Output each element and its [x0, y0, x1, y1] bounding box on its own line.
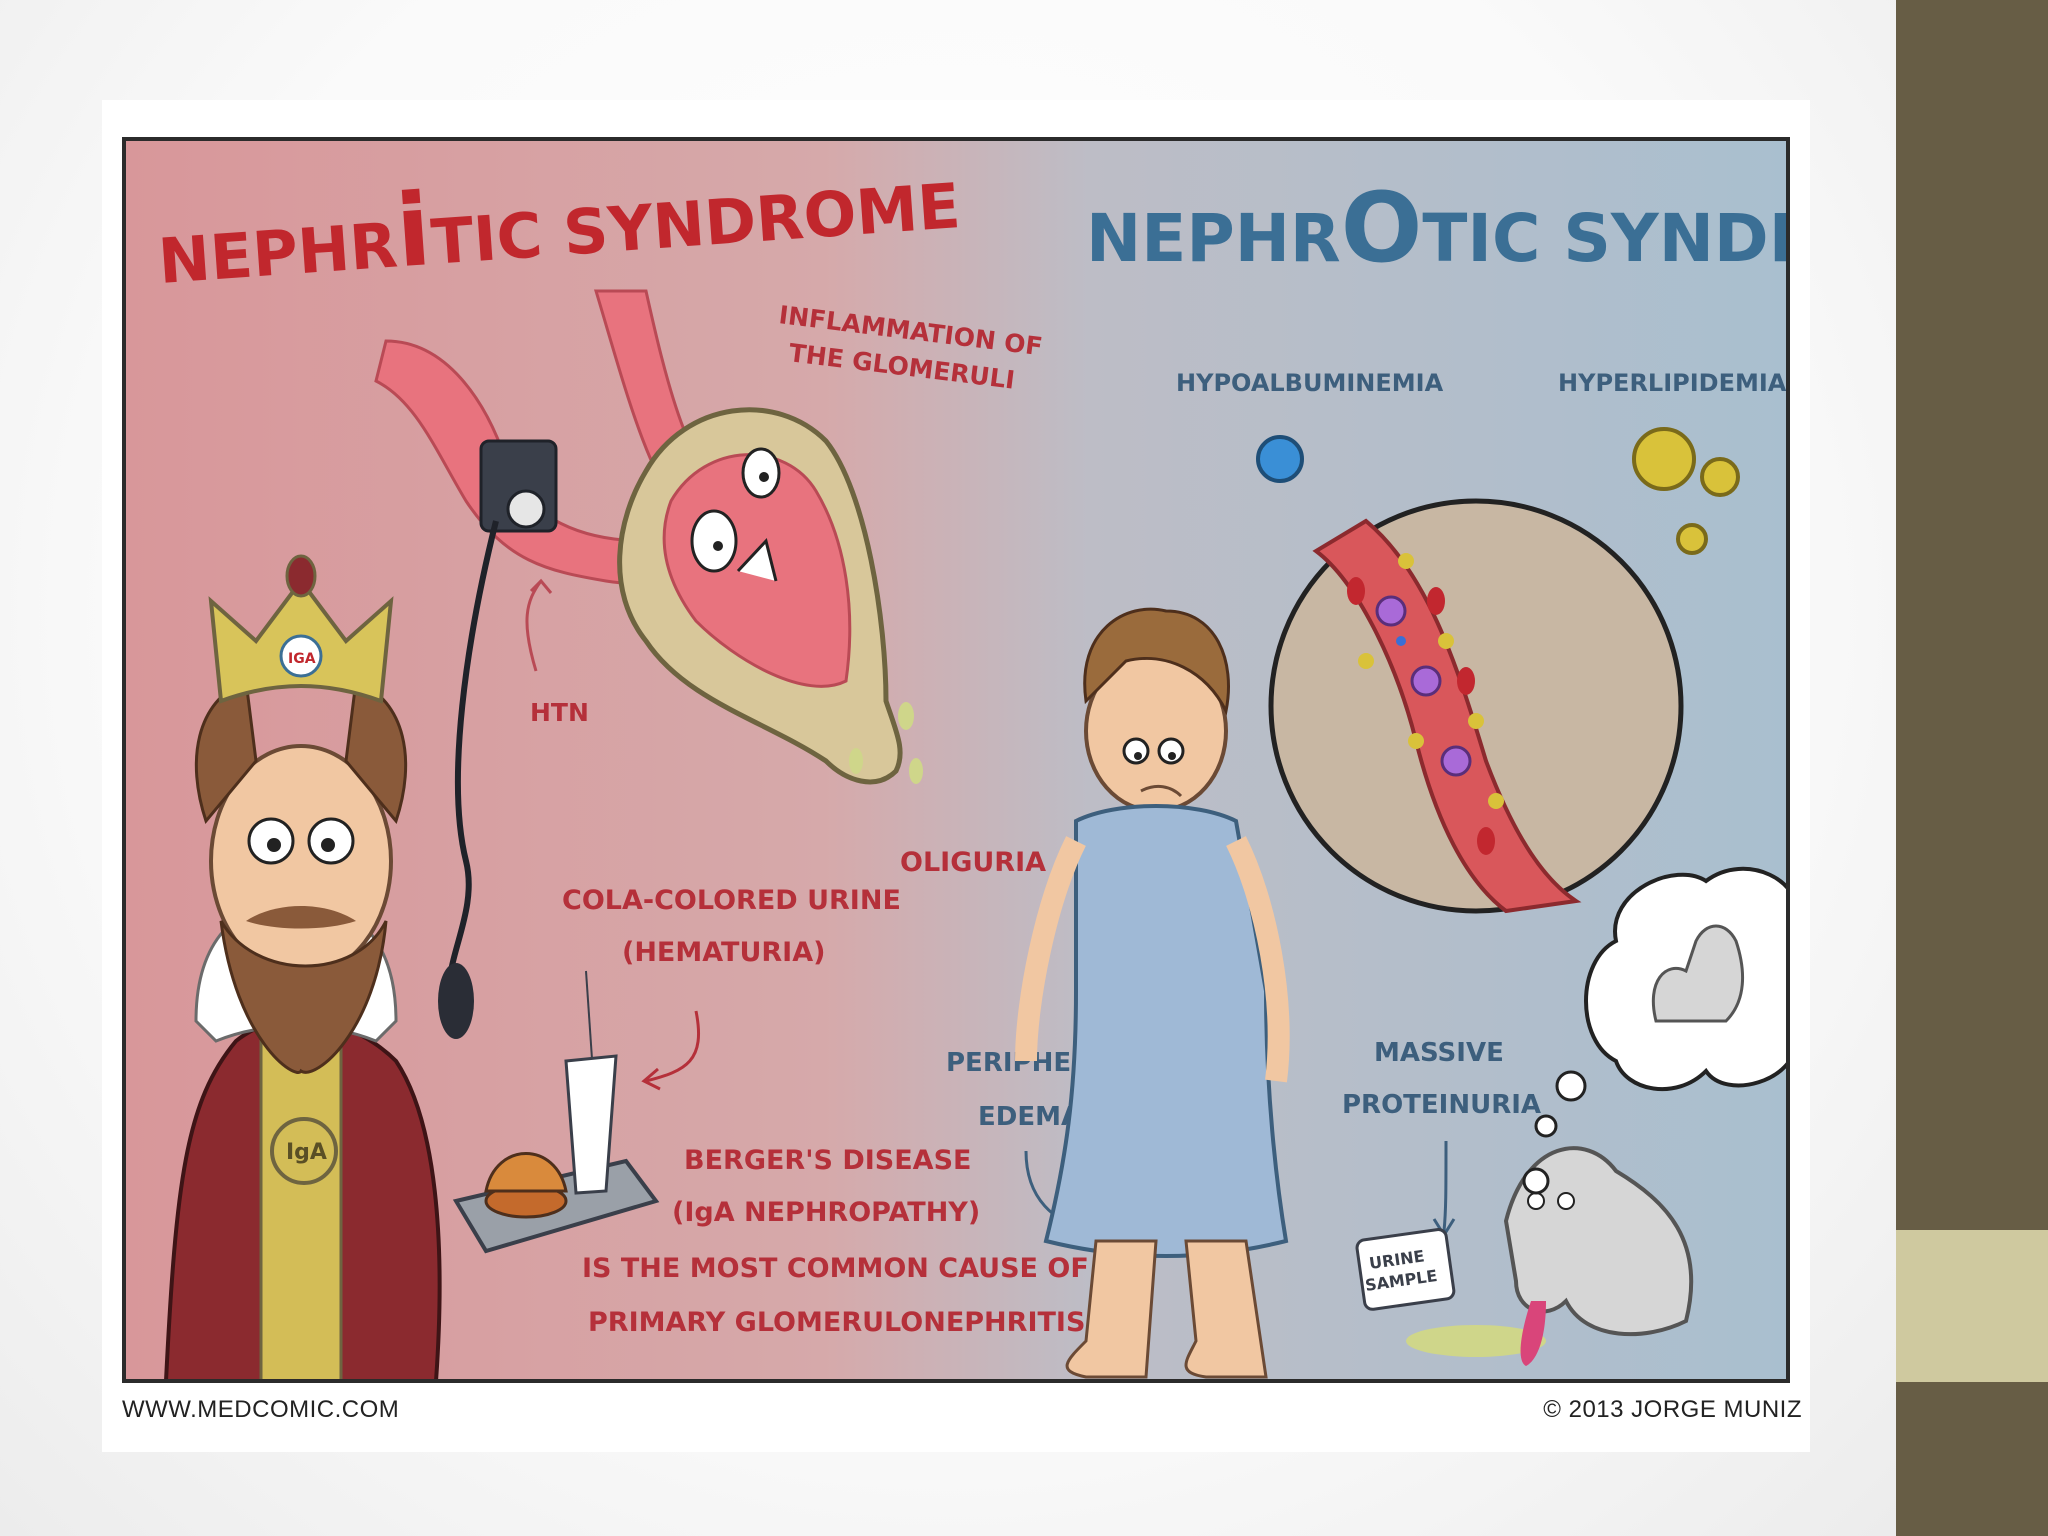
- credit-copyright: © 2013 JORGE MUNIZ: [1543, 1396, 1802, 1423]
- nephrotic-title-after: TIC SYNDROME: [1422, 200, 1790, 277]
- label-massive-line1: MASSIVE: [1374, 1038, 1504, 1068]
- comic-panel: NEPHRiTIC SYNDROME NEPHROTIC SYNDROME IN…: [122, 137, 1790, 1383]
- blood-vessel-magnified: [1268, 498, 1684, 914]
- label-cola-line1: COLA-COLORED URINE: [562, 885, 901, 916]
- flexed-arm-icon: [1651, 924, 1745, 1023]
- nephrotic-title-before: NEPHR: [1086, 200, 1341, 277]
- urine-sample-cup: [1355, 1228, 1456, 1311]
- glomerulus-illustration: [617, 407, 923, 785]
- crown-badge: [279, 634, 323, 678]
- medallion-label: IgA: [286, 1140, 327, 1165]
- label-hyperlipidemia: HYPERLIPIDEMIA: [1558, 369, 1787, 397]
- albumin-icon: [1256, 435, 1304, 483]
- slide-side-accent: [1896, 1230, 2048, 1382]
- label-berger-line3: IS THE MOST COMMON CAUSE OF: [582, 1253, 1089, 1284]
- label-hypoalbuminemia: HYPOALBUMINEMIA: [1176, 369, 1444, 397]
- nephritic-title: NEPHRiTIC SYNDROME: [154, 141, 964, 307]
- label-massive-line2: PROTEINURIA: [1342, 1090, 1541, 1120]
- swollen-foot-right: [1184, 1239, 1268, 1379]
- iga-medallion: [270, 1117, 338, 1185]
- nephrotic-title: NEPHROTIC SYNDROME: [1086, 172, 1790, 284]
- nephrotic-title-highlight: O: [1341, 172, 1423, 284]
- label-oliguria: OLIGURIA: [900, 847, 1046, 878]
- label-peripheral-line2: EDEMA: [978, 1102, 1081, 1132]
- crown-badge-label: IGA: [288, 651, 316, 667]
- nephritic-title-before: NEPHR: [156, 208, 400, 298]
- glomerulus-eye-left: [690, 509, 738, 573]
- nephritic-title-highlight: i: [392, 171, 434, 290]
- comic-illustration: NEPHRiTIC SYNDROME NEPHROTIC SYNDROME IN…: [154, 141, 1790, 1379]
- svg-text:NEPHROTIC SYNDROME: NEPHROTIC SYNDROME: [1086, 172, 1790, 284]
- king-character: IgA IGA: [164, 554, 660, 1379]
- bp-gauge-icon: [506, 489, 546, 529]
- swollen-foot-left: [1065, 1239, 1158, 1379]
- label-htn: HTN: [530, 698, 589, 727]
- label-berger-line2: (IgA NEPHROPATHY): [672, 1197, 980, 1228]
- label-berger-line1: BERGER'S DISEASE: [684, 1145, 971, 1176]
- boy-character: [1015, 607, 1290, 1379]
- albumin-lipid-icons: [1256, 427, 1740, 555]
- cup-icon: [564, 1054, 618, 1195]
- label-berger-line4: PRIMARY GLOMERULONEPHRITIS: [588, 1307, 1085, 1338]
- bp-bulb-icon: [438, 963, 474, 1039]
- label-cola-line2: (HEMATURIA): [622, 937, 825, 968]
- artery-illustration: [374, 289, 769, 1039]
- dog-icon: [1503, 1146, 1694, 1337]
- svg-text:NEPHRiTIC SYNDROME: NEPHRiTIC SYNDROME: [154, 141, 964, 307]
- nephritic-title-after: TIC SYNDROME: [429, 169, 963, 279]
- dog-scene: URINE SAMPLE: [1355, 866, 1786, 1366]
- hospital-gown: [1043, 804, 1289, 1258]
- credit-website: WWW.MEDCOMIC.COM: [122, 1396, 400, 1423]
- lipid-icon-medium: [1700, 457, 1740, 497]
- lipid-icon-large: [1632, 427, 1696, 491]
- lipid-icon-small: [1676, 523, 1708, 555]
